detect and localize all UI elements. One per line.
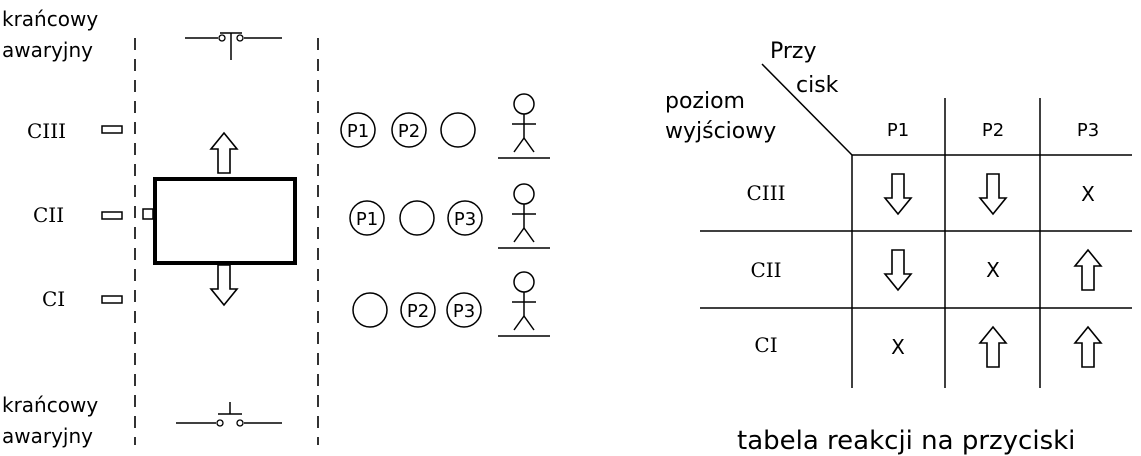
table-cell-no-action: X [986, 258, 1000, 282]
button-label: P1 [347, 121, 369, 142]
level-sensor-ciii [101, 125, 123, 134]
person-icon [497, 271, 551, 337]
level-label-ci: CI [42, 287, 65, 311]
button-row-3: P2 P3 [352, 271, 551, 337]
table-cell-no-action: X [891, 335, 905, 359]
table-col-header: P3 [1077, 120, 1099, 141]
button-circle [446, 292, 482, 328]
button-row-1: P1 P2 [340, 93, 551, 159]
level-label-cii: CII [33, 203, 64, 227]
button-label: P2 [398, 121, 420, 142]
reaction-table: Przy cisk poziom wyjściowy P1 P2 P3 CIII… [665, 39, 1132, 456]
button-row-2: P1 P3 [349, 183, 551, 249]
limit-switch-top-line1: krańcowy [2, 7, 98, 31]
button-circle [340, 112, 376, 148]
table-cell-down-arrow-icon [979, 173, 1007, 215]
table-cell-up-arrow-icon [979, 326, 1007, 368]
button-circle [440, 112, 476, 148]
limit-switch-top-line2: awaryjny [2, 38, 93, 62]
table-cells: X X X [884, 173, 1102, 368]
level-label-ciii: CIII [27, 119, 66, 143]
person-icon [497, 183, 551, 249]
table-corner-top-line1: Przy [770, 39, 817, 64]
table-col-header: P1 [887, 120, 909, 141]
cabin-sensor-tab [142, 208, 154, 220]
table-cell-no-action: X [1081, 182, 1095, 206]
table-caption: tabela reakcji na przyciski [737, 426, 1075, 456]
cabin-up-arrow-icon [210, 132, 238, 174]
cabin-down-arrow-icon [210, 264, 238, 306]
button-label: P3 [453, 301, 475, 322]
table-row-label: CIII [746, 181, 785, 205]
button-circle [349, 200, 385, 236]
table-corner-top-line2: cisk [796, 73, 839, 98]
table-cell-down-arrow-icon [884, 249, 912, 291]
elevator-cabin [153, 177, 297, 265]
button-circle [352, 292, 388, 328]
button-label: P3 [454, 209, 476, 230]
table-cell-up-arrow-icon [1074, 249, 1102, 291]
button-circle [447, 200, 483, 236]
table-row-label: CII [750, 258, 781, 282]
button-label: P2 [407, 301, 429, 322]
button-panels: P1 P2 P1 P3 P2 P3 [340, 93, 551, 337]
level-sensor-cii [101, 211, 123, 220]
limit-switch-bottom-line1: krańcowy [2, 393, 98, 417]
table-corner-diagonal [761, 63, 853, 156]
limit-switch-bottom-symbol [176, 402, 282, 427]
table-corner-bottom-line2: wyjściowy [665, 119, 776, 144]
table-cell-up-arrow-icon [1074, 326, 1102, 368]
table-corner-bottom-line1: poziom [665, 89, 745, 114]
table-row-label: CI [754, 333, 777, 357]
shaft-diagram: krańcowy awaryjny CIII CII CI krańcowy a… [2, 7, 319, 448]
button-circle [391, 112, 427, 148]
button-label: P1 [356, 209, 378, 230]
button-circle [400, 292, 436, 328]
limit-switch-top-symbol [185, 32, 282, 60]
person-icon [497, 93, 551, 159]
table-cell-down-arrow-icon [884, 173, 912, 215]
table-col-header: P2 [982, 120, 1004, 141]
level-sensor-ci [101, 295, 123, 304]
limit-switch-bottom-line2: awaryjny [2, 424, 93, 448]
button-circle [399, 200, 435, 236]
